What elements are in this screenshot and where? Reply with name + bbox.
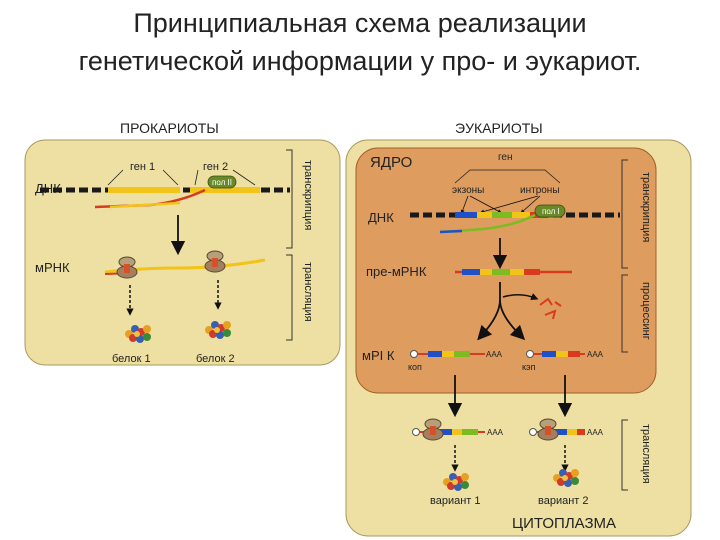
euk-mrna-label: мРI К (362, 348, 395, 363)
euk-splice-arrow-right (499, 299, 526, 341)
euk-polymerase-label: пол I (542, 207, 560, 216)
eukaryotes-heading: ЭУКАРИОТЫ (455, 120, 543, 136)
cap-circle-icon (412, 428, 420, 436)
cap-circle-icon (526, 350, 534, 358)
euk-transcription-label: транскрипция (640, 172, 652, 242)
euk-cap-label: коп (408, 362, 422, 372)
cap-circle-icon (410, 350, 418, 358)
pro-gene1-brace (107, 169, 179, 186)
euk-polya-4: AAA (587, 428, 604, 437)
pro-translation-label: трансляция (302, 262, 314, 322)
pro-gene2-label: ген 2 (203, 161, 228, 173)
euk-pre-mrna-strand (455, 269, 572, 275)
pro-protein1-label: белок 1 (112, 353, 151, 365)
ribosome-icon (537, 418, 559, 441)
ribosome-icon (204, 250, 226, 273)
excised-introns (539, 297, 562, 320)
euk-variant1-label: вариант 1 (430, 495, 481, 507)
euk-gene-brace (454, 169, 561, 184)
ribosome-icon (422, 418, 444, 441)
cytoplasm-label: ЦИТОПЛАЗМА (512, 515, 616, 532)
pro-protein2-label: белок 2 (196, 353, 235, 365)
euk-nascent-rna (439, 213, 536, 234)
euk-introns-label: интроны (520, 185, 560, 196)
euk-mrna-variant1 (410, 350, 485, 358)
pro-polymerase (207, 175, 237, 189)
euk-pre-mrna-label: пре-мРНК (366, 264, 427, 279)
euk-cap2-label: кэп (522, 362, 536, 372)
euk-gene-label: ген (498, 152, 513, 163)
pro-mrna-label: мРНК (35, 260, 70, 275)
euk-polya-1: AAA (486, 350, 503, 359)
euk-polya-3: AAA (487, 428, 504, 437)
euk-variant2-label: вариант 2 (538, 495, 589, 507)
pro-transcription-label: транскрипция (302, 160, 314, 230)
pro-gene2-brace (194, 169, 256, 186)
euk-processing-label: процессинг (640, 282, 652, 340)
pro-polymerase-label: пол II (212, 178, 232, 187)
title-line-1: Принципиальная схема реализации (133, 8, 587, 38)
pro-dna-strand (40, 187, 290, 193)
euk-polya-2: AAA (587, 350, 604, 359)
euk-exons-label: экзоны (452, 185, 484, 196)
title-line-2: генетической информации у про- и эукарио… (78, 46, 642, 76)
euk-dna-label: ДНК (368, 210, 394, 225)
euk-translation-label: трансляция (640, 424, 652, 484)
ribosome-icon (116, 256, 138, 279)
nucleus-label: ЯДРО (370, 154, 412, 171)
euk-polymerase (534, 204, 566, 218)
prokaryotes-heading: ПРОКАРИОТЫ (120, 120, 219, 136)
cap-circle-icon (529, 428, 537, 436)
pro-gene1-label: ген 1 (130, 161, 155, 173)
prokaryote-cell (24, 139, 341, 366)
euk-mrna-variant2 (526, 350, 585, 358)
